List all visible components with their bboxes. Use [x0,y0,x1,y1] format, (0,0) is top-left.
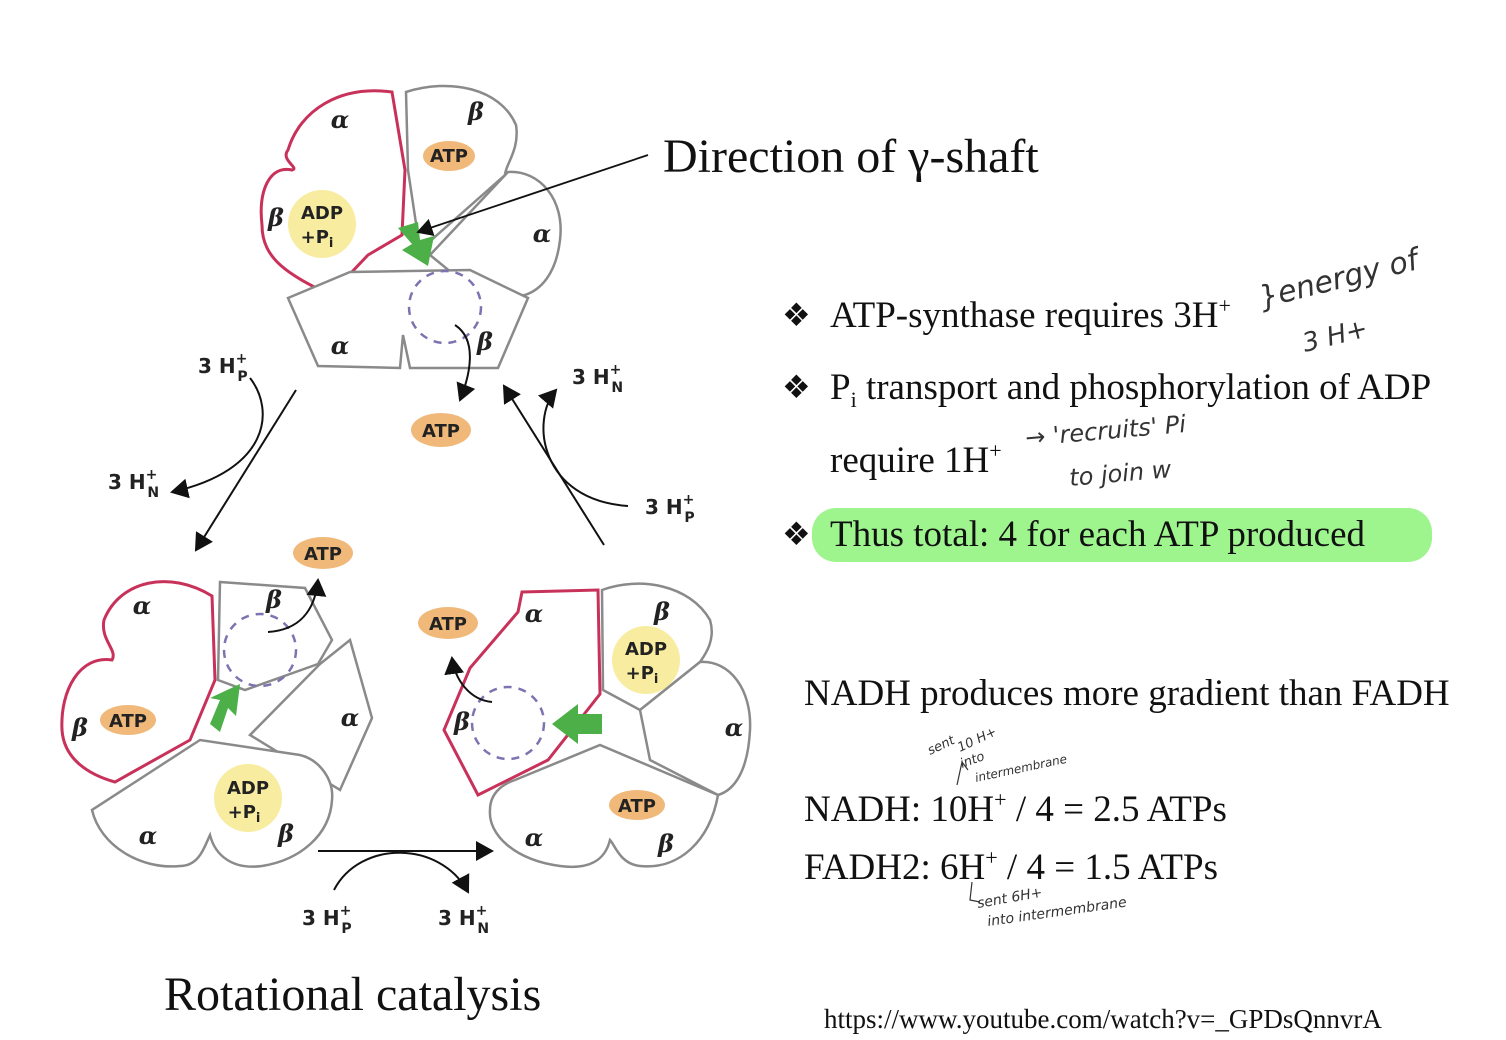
bl-release-arrow [267,578,327,633]
bl-beta-label: β [265,585,282,614]
fadh-line: FADH2: 6H+ / 4 = 1.5 ATPs [804,845,1218,888]
proton-label-right-p: 3 H+P [645,492,695,526]
handwritten-recruits-1: → 'recruits' Pi [1024,410,1187,452]
br-adp-pi: +P [626,663,654,684]
proton-label-bottom-p: 3 H+P [302,903,352,937]
proton-curve-left [170,377,264,499]
top-adp-label: ADP [301,203,343,224]
br-beta-label-2: β [453,707,470,736]
bl-atp-label: ATP [109,711,147,732]
br-atp-oval [609,790,665,820]
br-red-subunit [442,588,602,798]
f1-unit-bottom-right: ATP ADP +Pi α β β α α β ATP [418,582,752,869]
bl-alpha-label-3: α [139,821,157,850]
top-atp-label: ATP [430,146,468,167]
proton-curve-bottom [333,851,470,894]
br-release-arrow [444,656,493,703]
handwritten-energy-2: 3 H+ [1299,314,1370,359]
top-alpha-label-2: α [533,219,551,248]
br-alpha-label-2: α [725,713,743,742]
bl-beta-label-3: β [277,819,294,848]
nadh-line: NADH: 10H+ / 4 = 2.5 ATPs [804,787,1227,830]
bl-adp-sub: i [256,811,260,826]
svg-text:+Pi: +Pi [301,227,334,251]
bl-green-arrow-icon [210,684,240,732]
direction-label: Direction of γ-shaft [663,130,1039,183]
br-beta-label-3: β [657,829,674,858]
br-released-atp-oval [418,607,478,639]
handwritten-recruits-2: to join w [1068,455,1173,492]
br-gray-bottom [488,743,720,869]
top-adp-sub: i [329,236,333,251]
proton-curve-right [537,388,629,507]
top-alpha-label-3: α [331,331,349,360]
handwritten-energy-1: }energy of [1255,241,1426,315]
handwritten-nadh-1: sent [925,733,958,759]
top-beta-label: β [467,97,484,126]
bullet-1: ATP-synthase requires 3H+ [830,293,1231,336]
top-release-arrow [454,324,476,402]
top-released-atp-label: ATP [422,421,460,442]
bl-red-subunit [60,580,217,784]
f1-unit-bottom-left: ATP ADP +Pi α β β α α β ATP [60,537,374,868]
bullet-2-symbol: ❖ [782,369,811,405]
bl-adp-circle [214,764,282,832]
top-green-arrow-icon [398,222,434,266]
handwritten-nadh-arrow [956,760,969,786]
proton-label-left-n: 3 H+N [108,467,159,501]
bl-gamma-circle [222,612,298,688]
top-beta-label-2: β [267,203,284,232]
bullet-1-symbol: ❖ [782,297,811,333]
top-adp-pi: +P [301,227,329,248]
bullet-2-continued: require 1H+ [830,438,1002,481]
br-green-arrow-icon [552,704,602,744]
bl-atp-oval [100,705,156,735]
top-gamma-circle [407,269,483,345]
bl-released-atp-label: ATP [304,544,342,565]
f1-unit-top: ATP ADP +Pi α β β α α β ATP [259,84,562,447]
br-gray-alpha [638,660,752,797]
br-beta-label: β [653,597,670,626]
br-atp-label: ATP [618,796,656,817]
svg-text:+Pi: +Pi [626,663,659,687]
top-adp-circle [288,190,356,258]
br-gamma-circle [470,685,546,761]
br-adp-sub: i [654,672,658,687]
cycle-arrow-left [194,389,297,552]
highlight-bar [812,508,1432,562]
top-atp-oval [423,141,475,171]
br-adp-label: ADP [625,639,667,660]
proton-label-bottom-n: 3 H+N [438,903,489,937]
bl-beta-label-2: β [71,713,88,742]
br-alpha-label-3: α [525,823,543,852]
direction-pointer-line [416,154,649,236]
bl-adp-pi: +P [228,802,256,823]
proton-label-right-n: 3 H+N [572,362,623,396]
top-beta-label-3: β [476,327,493,356]
bl-released-atp-oval [293,537,353,569]
top-alpha-label: α [331,105,349,134]
nadh-heading: NADH produces more gradient than FADH [804,673,1450,714]
handwritten-fadh-arrow [969,881,981,903]
bl-gray-bottom [90,738,334,868]
top-released-atp-oval [411,413,471,447]
bullet-3-symbol: ❖ [782,516,811,552]
bl-alpha-label-2: α [341,703,359,732]
br-alpha-label: α [525,599,543,628]
bullet-3: Thus total: 4 for each ATP produced [830,514,1366,555]
br-released-atp-label: ATP [429,614,467,635]
bullet-2: Pi transport and phosphorylation of ADP [830,367,1431,412]
bl-gray-beta [216,580,334,692]
proton-label-left-p: 3 H+P [198,351,248,385]
caption: Rotational catalysis [164,968,541,1021]
br-adp-circle [612,626,680,694]
bl-alpha-label: α [133,591,151,620]
top-gray-alpha [428,170,562,302]
handwritten-nadh-4: intermembrane [974,752,1068,785]
bl-adp-label: ADP [227,778,269,799]
source-url: https://www.youtube.com/watch?v=_GPDsQnn… [824,1004,1382,1034]
svg-text:+Pi: +Pi [228,802,261,826]
